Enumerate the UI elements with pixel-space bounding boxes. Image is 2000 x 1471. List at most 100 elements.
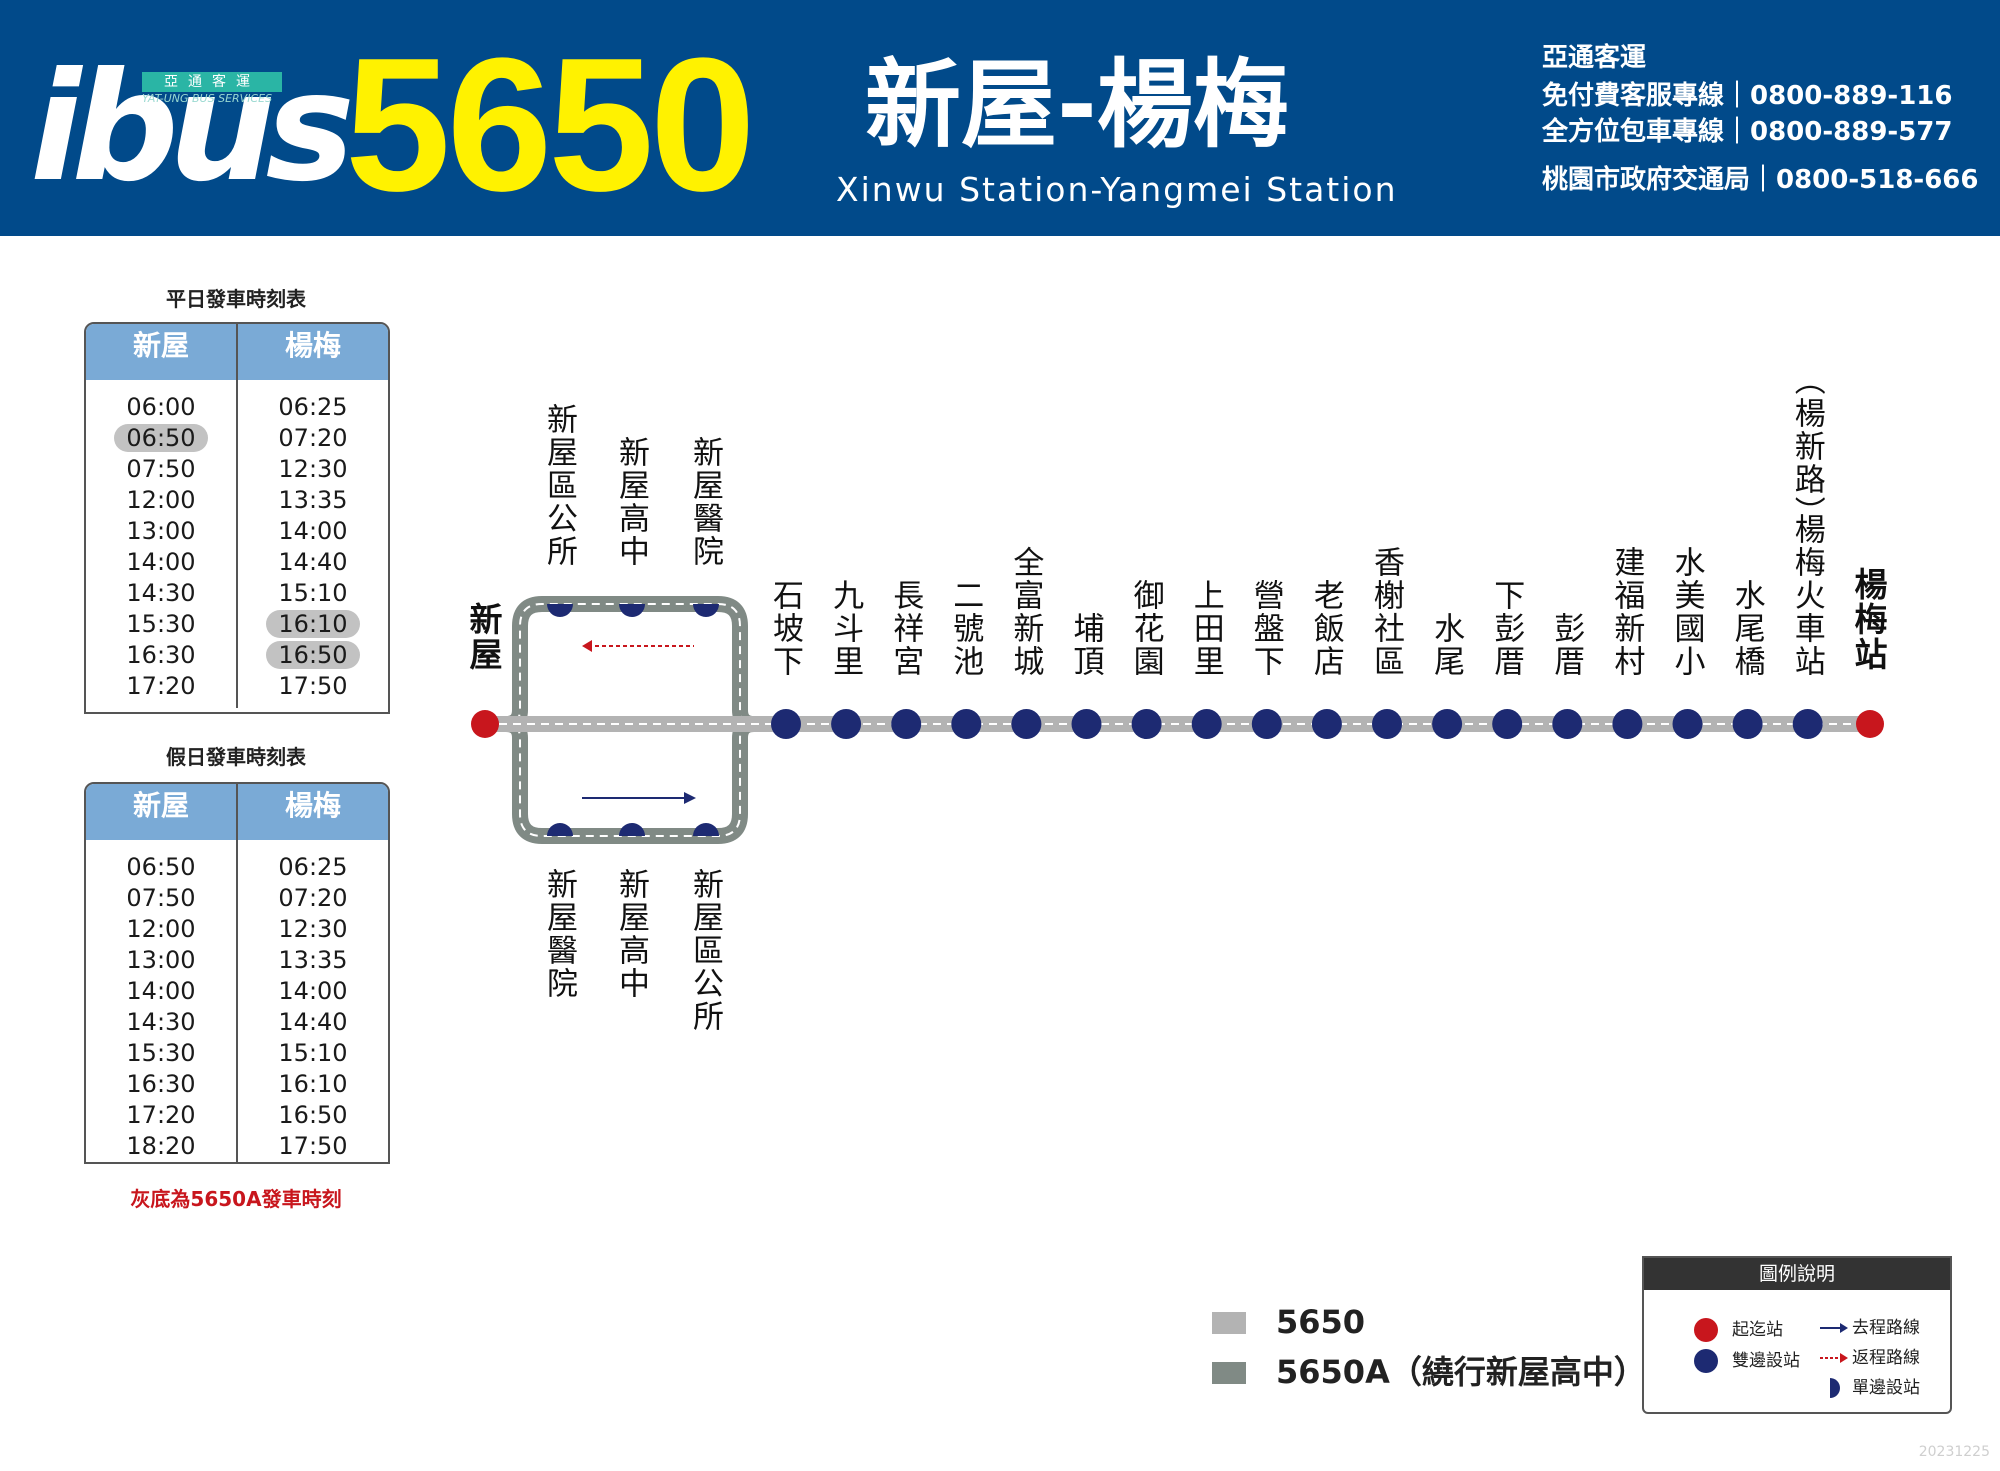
loop-bottom-stop-label: 新屋醫院 [541,868,577,1000]
weekday-col-xinwu: 新屋 [86,324,238,380]
route-name-zh: 新屋-楊梅 [865,49,1289,161]
time-value: 16:10 [266,610,360,638]
stop-label: 水尾 [1428,612,1465,678]
stop-marker [951,709,982,739]
date-code: 20231225 [1918,1444,1990,1460]
legend-inbound-label: 返程路線 [1852,1348,1920,1368]
terminal-stop-xinwu [471,710,499,738]
time-value: 13:35 [278,486,348,514]
holiday-table-header: 新屋 楊梅 [86,784,388,840]
one-side-stop-icon [1830,1378,1840,1398]
time-cell: 12:30 [238,914,388,945]
time-cell: 18:20 [86,1131,236,1162]
route-number: 5650 [345,19,756,231]
time-value: 14:40 [278,1008,348,1036]
holiday-col-xinwu: 新屋 [86,784,238,840]
outbound-arrow-icon [1820,1323,1848,1333]
time-cell: 13:35 [238,485,388,516]
time-cell: 14:30 [86,578,236,609]
time-value: 13:35 [278,946,348,974]
stop-label: 全富新城 [1007,546,1044,678]
weekday-col-yangmei: 楊梅 [284,329,341,362]
logo-subtitle: YAT-UNG BUS SERVICES [142,92,273,105]
stop-marker [1191,709,1222,739]
time-cell: 14:40 [238,1007,388,1038]
stop-label: 營盤下 [1247,579,1284,678]
time-cell: 16:50 [238,1100,388,1131]
time-cell: 12:00 [86,485,236,516]
time-value: 16:50 [266,641,360,669]
stop-label: 水尾橋 [1728,579,1765,678]
stop-marker [1792,709,1823,739]
time-value: 06:25 [278,853,348,881]
line-legend-5650a: 5650A（繞行新屋高中） [1212,1350,1646,1400]
holiday-col-yangmei: 楊梅 [284,789,341,822]
time-cell: 14:00 [86,547,236,578]
stop-label: 老飯店 [1307,579,1344,678]
line-legend-label: 5650A（繞行新屋高中） [1276,1353,1646,1391]
time-cell: 07:20 [238,423,388,454]
time-cell: 07:50 [86,454,236,485]
inbound-arrow-head [582,640,592,652]
header-banner: ibus 亞通客運 YAT-UNG BUS SERVICES 5650 新屋-楊… [0,0,2000,236]
stop-label: 石坡下 [767,579,803,678]
time-cell: 14:00 [238,976,388,1007]
time-cell: 16:30 [86,640,236,671]
time-cell: 14:00 [86,976,236,1007]
stop-marker [1251,709,1282,739]
line-swatch-5650a [1212,1362,1246,1384]
outbound-arrow-head [684,792,696,804]
loop-top-stop-label: 新屋區公所 [541,403,577,568]
line-swatch-5650 [1212,1312,1246,1334]
time-cell: 17:20 [86,1100,236,1131]
stop-marker [1552,709,1583,739]
stop-label: 長祥宮 [887,579,924,678]
time-value: 14:30 [126,579,196,607]
time-value: 17:20 [126,1101,196,1129]
stop-label: 上田里 [1187,579,1224,678]
stop-marker [891,709,922,739]
time-value: 16:30 [126,641,196,669]
time-value: 16:30 [126,1070,196,1098]
time-value: 06:50 [126,853,196,881]
stop-label-end: 楊梅站 [1849,567,1888,672]
stop-marker [1732,709,1763,739]
loop-top-stop-label: 新屋高中 [613,436,649,568]
time-cell: 06:25 [238,852,388,883]
time-value: 07:20 [278,424,348,452]
time-cell: 15:30 [86,1038,236,1069]
time-value: 14:00 [278,517,348,545]
time-value: 15:30 [126,610,196,638]
time-cell: 17:50 [238,671,388,702]
time-value: 15:30 [126,1039,196,1067]
stop-marker [771,709,801,739]
hotline-charter: 全方位包車專線｜0800-889-577 [1542,117,1953,147]
stop-label: 彭厝 [1548,612,1585,678]
stop-markers [471,604,1884,836]
time-value: 14:00 [278,977,348,1005]
highlight-note: 灰底為5650A發車時刻 [130,1187,342,1211]
logo-company-tag: 亞通客運 [142,72,282,92]
stop-label: 九斗里 [827,579,864,678]
stop-label: 建福新村 [1608,546,1645,678]
route-lines [485,596,1870,844]
time-value: 17:20 [126,672,196,700]
time-value: 12:00 [126,486,196,514]
time-cell: 13:00 [86,945,236,976]
time-value: 06:00 [126,393,196,421]
time-cell: 06:50 [86,852,236,883]
loop-top-stop-label: 新屋醫院 [687,436,723,568]
time-value: 14:00 [126,548,196,576]
holiday-caption: 假日發車時刻表 [166,745,306,769]
loop-bottom-stop-label: 新屋高中 [613,868,649,1000]
stop-marker [1131,709,1162,739]
weekday-table-header: 新屋 楊梅 [86,324,388,380]
time-value: 14:00 [126,977,196,1005]
route-name-en: Xinwu Station-Yangmei Station [836,170,1398,209]
time-value: 18:20 [126,1132,196,1160]
loop-bottom-stop-marker [693,823,719,836]
time-cell: 07:20 [238,883,388,914]
